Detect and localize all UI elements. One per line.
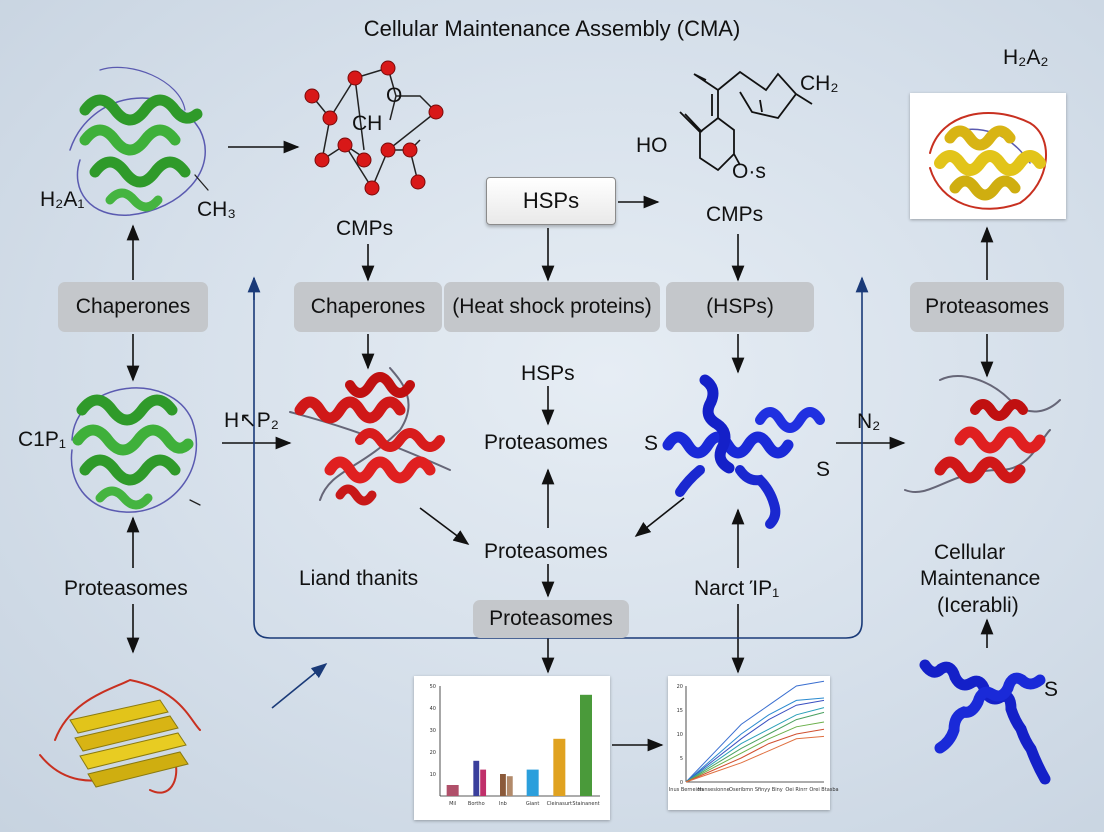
bar-x-tick-label: Bortho [468,801,485,807]
blue-helix-center-icon [662,374,825,529]
label-o-s: O·s [732,160,766,183]
label-ch-center: CH [352,112,383,135]
red-helix-right-icon [904,375,1061,493]
bar-x-tick-label: Mil [449,801,456,807]
label-hp2: H↖P₂ [224,409,279,432]
line-series [685,699,825,783]
bar-y-tick-label: 20 [430,750,436,756]
label-n2: N₂ [857,410,881,433]
label-h2a1: H₂A₁ [40,188,85,211]
heat-shock-box: (Heat shock proteins) [444,282,660,332]
label-c1p1: C1P₁ [18,428,66,451]
label-hsps-mid: HSPs [521,362,575,385]
bar-y-tick-label: 30 [430,728,436,734]
line-x-tick-label: Oei Rinrr [785,787,808,793]
line-y-tick-label: 0 [680,780,683,786]
bar-y-tick-label: 40 [430,706,436,712]
label-s-left: S [644,432,659,455]
label-narct: Narct ΊP₁ [694,577,780,600]
label-proteasomes-mid: Proteasomes [484,431,608,454]
bar [500,774,506,796]
line-series [685,697,825,783]
line-y-tick-label: 5 [680,756,683,762]
green-protein-middle-icon [70,387,201,513]
bar [526,769,539,796]
label-s-bottom: S [1044,678,1059,701]
label-o-ring: O [386,84,403,107]
diagram-title: Cellular Maintenance Assembly (CMA) [363,16,741,41]
green-protein-top-icon [69,66,209,216]
line-x-tick-label: Hansesionne [698,787,730,793]
line-x-tick-label: Oseribmn [729,787,753,793]
line-y-tick-label: 10 [677,732,683,738]
line-x-tick-label: Inus Berneion [669,787,703,793]
line-series [685,735,825,783]
label-s-right: S [816,458,831,481]
label-ho: HO [636,134,668,157]
bar-x-tick-label: Cleinasurt [547,801,572,807]
bar [446,785,459,796]
label-h2a2: H₂A₂ [1003,46,1049,69]
yellow-protein-panel [910,93,1066,219]
blue-helix-bottom-icon [919,659,1051,785]
arrow-blue-to-proteasomes [634,497,685,537]
bar [473,760,480,796]
proteasomes-right-box: Proteasomes [910,282,1064,332]
line-series [685,680,825,783]
label-cmps-left: CMPs [336,217,394,240]
label-proteasomes-lower: Proteasomes [484,540,608,563]
loop-connector [253,276,869,639]
line-x-tick-label: Orei Btasba [809,787,838,793]
line-series [685,707,825,783]
label-ch2: CH₂ [800,72,839,95]
line-y-tick-label: 20 [677,684,683,690]
yellow-beta-sheet-icon [39,679,201,794]
arrow-diagonal-blue [271,662,328,709]
bar-x-tick-label: Inb [499,801,507,807]
bar [553,738,566,796]
label-maintenance: Maintenance [920,567,1041,590]
label-liand-thanits: Liand thanits [299,567,419,590]
label-cellular: Cellular [934,541,1006,564]
hsps-box: HSPs [486,177,616,225]
line-series [685,728,825,783]
label-icerabli: (Icerabli) [937,594,1019,617]
chaperones-left-box: Chaperones [58,282,208,332]
line-x-tick-label: Sfinyy Biny [755,787,783,793]
yellow-protein-icon [929,112,1047,210]
line-y-tick-label: 15 [677,708,683,714]
label-proteasomes-left: Proteasomes [64,577,188,600]
molecule-ball-stick-icon [304,60,444,196]
chaperones-center-box: Chaperones [294,282,442,332]
label-cmps-right: CMPs [706,203,764,226]
bar-x-tick-label: Giant [526,801,539,807]
skeletal-molecule-icon [679,70,813,172]
bar [480,769,487,796]
proteasomes-bottom-box: Proteasomes [473,600,629,638]
bar-y-tick-label: 50 [430,684,436,690]
line-series [685,711,825,783]
bar [580,694,592,796]
bar-y-tick-label: 10 [430,772,436,778]
line-series [685,721,825,783]
bar [506,776,513,796]
hsps-paren-box: (HSPs) [666,282,814,332]
label-ch3: CH₃ [197,198,236,221]
red-helix-center-icon [289,367,451,506]
arrow-red-to-proteasomes [419,507,470,545]
bar-x-tick-label: Stainanent [572,801,599,807]
